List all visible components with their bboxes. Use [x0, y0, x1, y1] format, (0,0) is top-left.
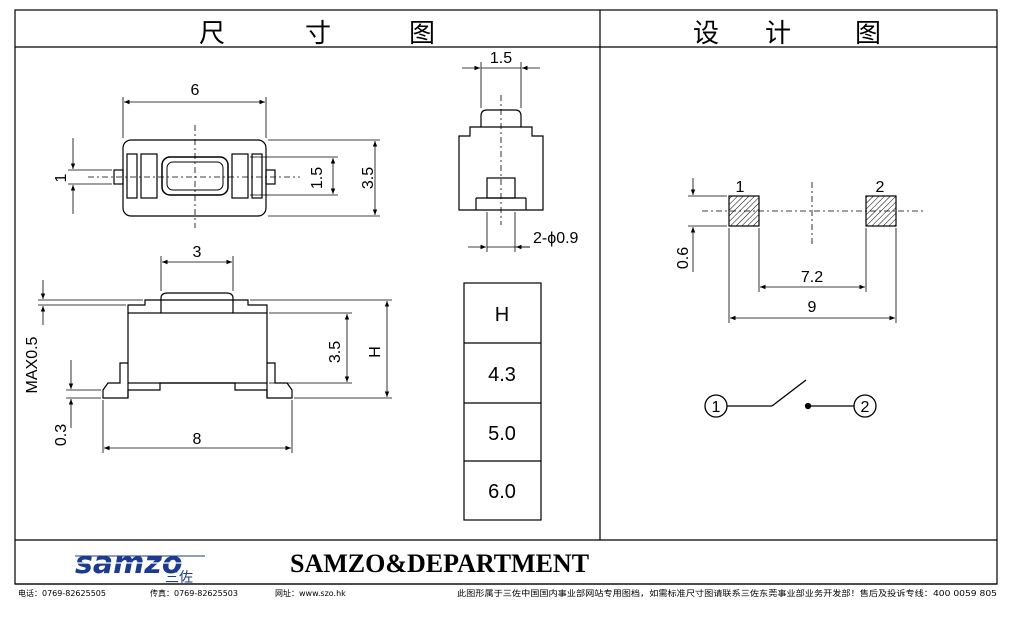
top-view-height-label: 3.5 — [360, 167, 377, 189]
svg-text:寸: 寸 — [305, 19, 331, 49]
side-view-pin-label: 2-ϕ0.9 — [533, 230, 579, 247]
terminal-1-label: 1 — [712, 399, 721, 416]
top-view-width-label: 6 — [191, 82, 200, 99]
front-view-width-label: 8 — [193, 431, 202, 448]
svg-text:设: 设 — [693, 19, 719, 49]
top-view-window-label: 1.5 — [309, 167, 326, 189]
pcb-layout — [688, 178, 925, 323]
samzo-logo: samzo 三佐 — [75, 546, 205, 586]
height-table — [463, 282, 542, 521]
footer-phone: 电话：0769-82625505 — [18, 588, 106, 598]
front-view-body-height-label: 3.5 — [327, 341, 344, 363]
pad-2-label: 2 — [876, 179, 885, 196]
terminal-2-label: 2 — [861, 399, 870, 416]
side-view — [458, 62, 544, 252]
top-view — [68, 97, 380, 228]
svg-text:三佐: 三佐 — [165, 570, 193, 586]
dimension-drawing-title: 尺 寸 图 — [199, 19, 435, 49]
pad-size-label: 0.6 — [675, 247, 692, 269]
terminal-2-symbol — [853, 394, 877, 418]
svg-text:计: 计 — [765, 19, 791, 49]
footer-fax: 传真：0769-82625503 — [150, 588, 238, 598]
inner-distance-label: 7.2 — [801, 269, 823, 286]
height-table-cell: 6.0 — [488, 481, 516, 503]
height-table-cell: 4.3 — [488, 364, 516, 386]
department-name: SAMZO&DEPARTMENT — [290, 549, 589, 578]
side-view-width-label: 1.5 — [490, 50, 512, 67]
switch-schematic — [704, 379, 877, 418]
sheet-frame — [14, 9, 998, 585]
height-table-cell: 5.0 — [488, 423, 516, 445]
footer-notice: 此图形属于三佐中国国内事业部网站专用图档，如需标准尺寸图请联系三佐东莞事业部业务… — [457, 588, 997, 598]
height-table-header: H — [495, 304, 509, 326]
front-view-protrusion-label: MAX0.5 — [24, 336, 41, 393]
front-view — [38, 256, 392, 453]
svg-text:图: 图 — [409, 19, 435, 49]
front-view-button-label: 3 — [193, 244, 202, 261]
svg-text:尺: 尺 — [199, 19, 225, 49]
top-view-pin-label: 1 — [53, 173, 70, 182]
svg-text:图: 图 — [855, 19, 881, 49]
pad-1-label: 1 — [736, 179, 745, 196]
design-drawing-title: 设 计 图 — [693, 19, 881, 49]
outer-distance-label: 9 — [808, 299, 817, 316]
front-view-standoff-label: 0.3 — [53, 424, 70, 446]
footer-website: 网址：www.szo.hk — [275, 588, 346, 598]
front-view-total-height-label: H — [367, 346, 384, 358]
